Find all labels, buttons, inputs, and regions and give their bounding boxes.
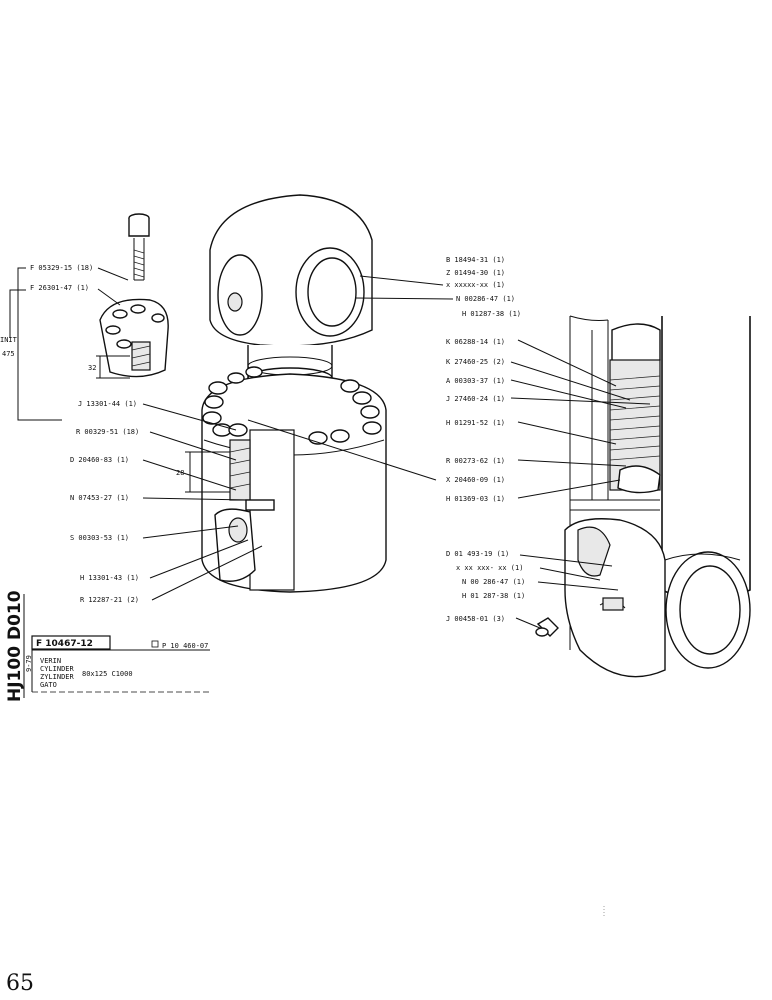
label-h01369: H 01369-03 (1) — [446, 495, 505, 503]
label-h01291: H 01291-52 (1) — [446, 419, 505, 427]
label-k27460: K 27460-25 (2) — [446, 358, 505, 366]
group-bracket-2 — [9, 289, 26, 338]
dim-28: 28 — [176, 469, 184, 477]
label-j13301-44: J 13301-44 (1) — [78, 400, 137, 408]
rod-eye-drawing — [209, 194, 373, 347]
side-date: 9-79 — [25, 655, 33, 672]
title-name-es: GATO — [40, 681, 57, 689]
label-k06288: K 06288-14 (1) — [446, 338, 505, 346]
dimension-marks — [185, 451, 230, 493]
label-r12287: R 12287-21 (2) — [80, 596, 139, 604]
unit-tag-1: INIT — [0, 336, 18, 344]
leader-lines-right — [247, 275, 651, 629]
label-xxxx: x xx xxx- xx (1) — [456, 564, 523, 572]
title-alt-ref: P 10 460-07 — [162, 642, 208, 650]
label-r00273: R 00273-62 (1) — [446, 457, 505, 465]
labels-right-top: B 18494-31 (1) Z 01494-30 (1) x xxxxx-xx… — [446, 256, 521, 318]
title-name-fr: VERIN — [40, 657, 61, 665]
group-bracket — [17, 267, 62, 421]
dimension-labels: 32 28 INIT 475 — [0, 336, 184, 477]
title-name-en: CYLINDER — [40, 665, 75, 673]
dim-32: 32 — [88, 364, 96, 372]
labels-right-bottom: D 01 493-19 (1) x xx xxx- xx (1) N 00 28… — [446, 550, 525, 623]
label-d20460: D 20460-83 (1) — [70, 456, 129, 464]
title-ref: F 10467-12 — [36, 639, 93, 649]
label-n07453: N 07453-27 (1) — [70, 494, 129, 502]
label-f05329: F 05329-15 (18) — [30, 264, 93, 272]
labels-right-mid: K 06288-14 (1) K 27460-25 (2) A 00303-37… — [446, 338, 505, 503]
unit-tag-2: 475 — [2, 350, 15, 358]
label-d01493: D 01 493-19 (1) — [446, 550, 509, 558]
label-j27460: J 27460-24 (1) — [446, 395, 505, 403]
label-x20460: X 20460-09 (1) — [446, 476, 505, 484]
label-h01287: H 01287-38 (1) — [462, 310, 521, 318]
side-code: HJ100 D010 — [5, 590, 25, 702]
label-f26301: F 26301-47 (1) — [30, 284, 89, 292]
label-h13301: H 13301-43 (1) — [80, 574, 139, 582]
label-z01494: Z 01494-30 (1) — [446, 269, 505, 277]
label-b18494: B 18494-31 (1) — [446, 256, 505, 264]
flange-detail-drawing — [96, 298, 169, 379]
leader-lines-left — [97, 267, 263, 601]
label-r00329: R 00329-51 (18) — [76, 428, 139, 436]
page-number: 65 — [6, 971, 34, 996]
label-xxxxxx: x xxxxx-xx (1) — [446, 281, 505, 289]
label-h01287-b: H 01 287-38 (1) — [462, 592, 525, 600]
base-eye-drawing — [564, 518, 751, 678]
label-n00286-b: N 00 286-47 (1) — [462, 578, 525, 586]
label-s00303: S 00303-53 (1) — [70, 534, 129, 542]
title-spec: 80x125 C1000 — [82, 670, 133, 678]
label-n00286: N 00286-47 (1) — [456, 295, 515, 303]
title-name-de: ZYLINDER — [40, 673, 75, 681]
cap-screw-drawing — [128, 213, 150, 281]
title-block: F 10467-12 P 10 460-07 VERIN CYLINDER ZY… — [31, 635, 210, 693]
label-j00458: J 00458-01 (3) — [446, 615, 505, 623]
label-a00303: A 00303-37 (1) — [446, 377, 505, 385]
labels-left: F 05329-15 (18) F 26301-47 (1) J 13301-4… — [30, 264, 139, 604]
head-bolts-drawing — [202, 366, 382, 445]
grease-nipple-drawing — [535, 617, 559, 637]
